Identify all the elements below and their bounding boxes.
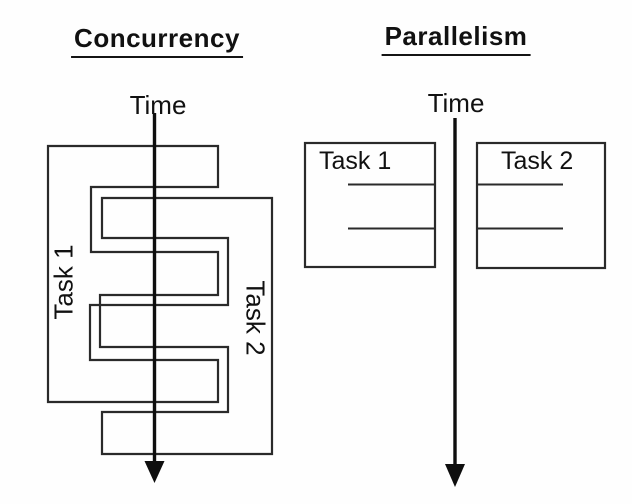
concurrency-task2-label: Task 2 (240, 280, 271, 356)
concurrency-time-label: Time (129, 90, 187, 120)
parallelism-task1-label: Task 1 (319, 147, 392, 175)
parallelism-title: Parallelism (381, 21, 531, 56)
concurrency-time-arrow (144, 113, 165, 483)
parallelism-time-label: Time (427, 88, 485, 118)
parallelism-task1-box (303, 141, 437, 269)
concurrency-task1-label: Task 1 (48, 244, 79, 320)
parallelism-task2-label: Task 2 (501, 147, 574, 175)
parallelism-time-arrow (445, 118, 465, 487)
parallelism-task2-box (475, 141, 607, 270)
concurrency-interleaved-tasks-path (46, 144, 274, 456)
concurrency-title: Concurrency (71, 23, 243, 58)
